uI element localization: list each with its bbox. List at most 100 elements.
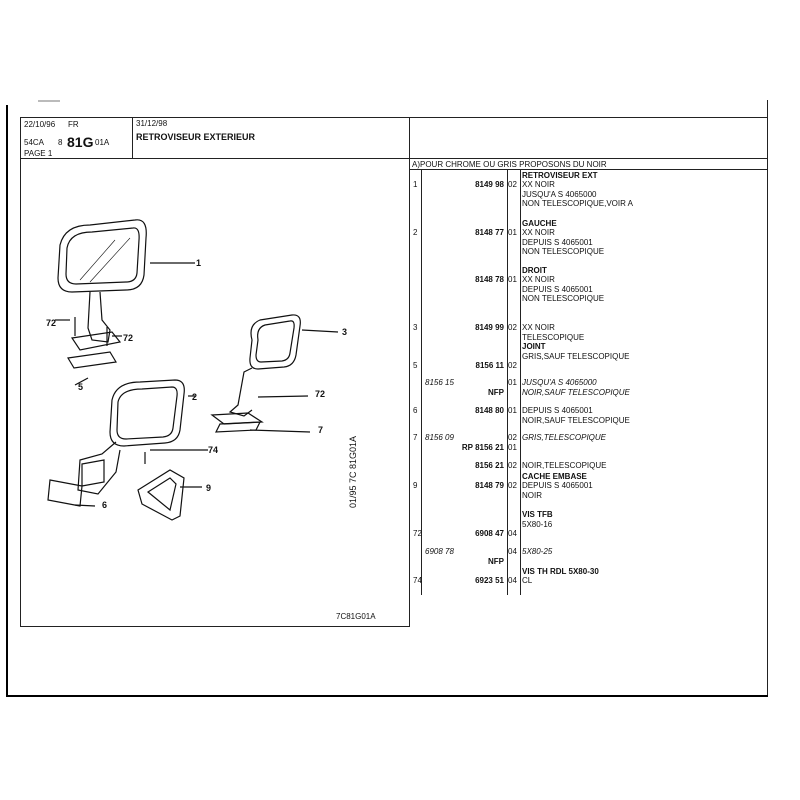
row-part-number: 8149 99 xyxy=(475,323,504,332)
header-subgroup: 01A xyxy=(95,138,110,147)
row-part-number: 8148 80 xyxy=(475,406,504,415)
frame-left xyxy=(6,105,8,695)
row-item-number: 7 xyxy=(413,433,418,442)
header-date: 22/10/96 xyxy=(24,120,56,129)
frame-right xyxy=(767,100,768,695)
row-description-line: DEPUIS S 4065001 xyxy=(522,481,593,490)
header-page: PAGE 1 xyxy=(24,149,53,158)
exploded-diagram xyxy=(47,219,339,521)
row-description-line: GRIS,SAUF TELESCOPIQUE xyxy=(522,351,630,361)
row-description-line: XX NOIR xyxy=(522,180,555,189)
header-model: 54CA xyxy=(24,138,45,147)
row-description: GRIS,TELESCOPIQUE xyxy=(522,433,606,443)
header-lang: FR xyxy=(68,120,79,129)
mirror-2-drawing xyxy=(47,379,208,521)
row-quantity: 02 xyxy=(508,481,517,490)
row-part-number: 6908 47 xyxy=(475,528,504,538)
row-part-number: 8149 98 xyxy=(475,180,504,189)
row-item-number: 6 xyxy=(413,406,418,415)
mirror-3-drawing xyxy=(210,314,339,433)
row-description-line: NOIR,SAUF TELESCOPIQUE xyxy=(522,387,630,397)
row-description-line: NOIR xyxy=(522,490,542,500)
row-quantity: 02 xyxy=(508,461,517,470)
row-description: 5X80-25 xyxy=(522,547,552,557)
row-description-line: JUSQU'A S 4065000 xyxy=(522,378,597,387)
row-part-number: 8148 77 xyxy=(475,228,504,237)
row-description-line: GRIS,TELESCOPIQUE xyxy=(522,433,607,442)
drawing-bottom xyxy=(20,626,410,627)
col-line-1 xyxy=(421,170,422,595)
row-description-line: DEPUIS S 4065001 xyxy=(522,284,593,294)
row-item-number: 9 xyxy=(413,481,418,490)
row-description-line: DEPUIS S 4065001 xyxy=(522,406,593,415)
row-description-line: NON TELESCOPIQUE xyxy=(522,247,605,256)
callout-label: 72 xyxy=(46,318,57,328)
row-description-line: 5X80-25 xyxy=(522,547,553,556)
row-part-sub: NFP xyxy=(488,388,504,397)
row-item-number: 3 xyxy=(413,323,418,332)
callout-label: 7 xyxy=(318,425,324,435)
callout-label: 72 xyxy=(315,389,326,399)
row-quantity: 02 xyxy=(508,323,517,332)
row-description-line: DROIT xyxy=(522,265,547,275)
page-title: RETROVISEUR EXTERIEUR xyxy=(136,132,256,142)
row-description-line: RETROVISEUR EXT xyxy=(522,170,598,180)
row-quantity: 01 xyxy=(508,406,517,415)
callout-label: 6 xyxy=(102,500,108,510)
callout-label: 3 xyxy=(342,327,348,337)
row-description-line: 5X80-16 xyxy=(522,519,553,529)
row-part-number: 6923 51 xyxy=(475,576,504,585)
row-part-number: 8148 79 xyxy=(475,481,504,490)
row-description-line: CL xyxy=(522,576,533,585)
row-description-line: NOIR,SAUF TELESCOPIQUE xyxy=(522,415,630,425)
row-quantity: 04 xyxy=(508,576,517,585)
row-description-line: CACHE EMBASE xyxy=(522,471,587,481)
row-item-number: 2 xyxy=(413,228,418,237)
row-description-line: XX NOIR xyxy=(522,275,555,284)
callout-label: 2 xyxy=(192,392,198,402)
row-description-line: JOINT xyxy=(522,342,546,351)
page-left-border xyxy=(20,117,21,627)
callout-label: 72 xyxy=(123,333,134,343)
row-description-line: DEPUIS S 4065001 xyxy=(522,237,593,247)
row-description-line: XX NOIR xyxy=(522,228,555,237)
col-line-3 xyxy=(520,170,521,595)
row-part-number: 8148 78 xyxy=(475,275,504,284)
callout-label: 9 xyxy=(206,483,212,493)
row-part-number: 8156 11 xyxy=(475,360,504,370)
row-item-number: 5 xyxy=(413,360,418,370)
row-description: NOIR,TELESCOPIQUE xyxy=(522,461,606,471)
drawing-code: 7C81G01A xyxy=(336,612,376,621)
callout-label: 5 xyxy=(78,382,84,392)
row-description-line: NOIR,TELESCOPIQUE xyxy=(522,461,607,470)
callout-label: 74 xyxy=(208,445,219,455)
row-description-line: GAUCHE xyxy=(522,218,557,228)
row-item-number: 74 xyxy=(413,576,422,585)
row-description-line: TELESCOPIQUE xyxy=(522,332,585,342)
row-part-sub: NFP xyxy=(488,557,504,566)
mirror-1-drawing xyxy=(55,219,195,386)
table-note: A)POUR CHROME OU GRIS PROPOSONS DU NOIR xyxy=(412,160,607,169)
callout-label: 1 xyxy=(196,258,202,268)
row-description-line: JUSQU'A S 4065000 xyxy=(522,189,597,199)
scan-mark xyxy=(38,100,60,102)
row-part-sub: RP 8156 21 xyxy=(461,443,504,452)
row-quantity: 01 xyxy=(508,378,517,387)
row-quantity: 04 xyxy=(508,528,517,538)
header-divider-2 xyxy=(409,117,410,627)
row-part-number: 8156 21 xyxy=(475,461,504,470)
row-quantity-2: 01 xyxy=(508,443,517,452)
row-description-line: VIS TH RDL 5X80-30 xyxy=(522,566,599,576)
header-bottom xyxy=(20,158,768,159)
row-part-number: 8156 15 xyxy=(425,378,454,387)
row-quantity: 01 xyxy=(508,275,517,284)
row-quantity: 01 xyxy=(508,228,517,237)
col-line-2 xyxy=(507,170,508,595)
row-part-number: 8156 09 xyxy=(425,433,454,442)
